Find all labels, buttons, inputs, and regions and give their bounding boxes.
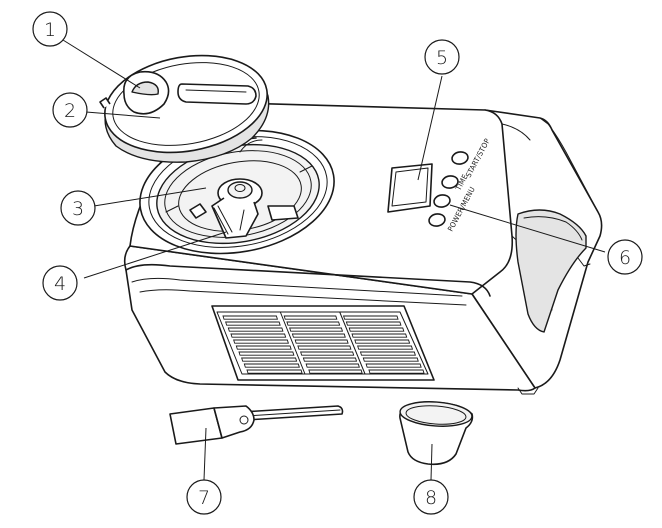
leader-7 bbox=[203, 427, 207, 481]
svg-text:6: 6 bbox=[619, 247, 631, 269]
grille-slat bbox=[345, 321, 402, 326]
grille-slat bbox=[354, 339, 411, 344]
grille-slat bbox=[359, 351, 416, 356]
svg-text:2: 2 bbox=[64, 100, 76, 122]
callout-1: 1 bbox=[32, 11, 68, 47]
grille-slat bbox=[225, 321, 281, 326]
svg-text:1: 1 bbox=[44, 19, 56, 41]
grille-divider bbox=[339, 311, 366, 375]
grille-slat bbox=[241, 357, 298, 362]
grille-slat bbox=[294, 339, 349, 344]
callout-7: 7 bbox=[186, 479, 222, 515]
power-menu-button[interactable] bbox=[433, 194, 451, 209]
callout-8: 8 bbox=[413, 479, 449, 515]
leader-4 bbox=[83, 231, 227, 279]
leader-lines bbox=[62, 39, 606, 481]
grille-slat bbox=[302, 357, 358, 362]
grille-slat bbox=[222, 315, 279, 320]
grille-slat bbox=[365, 363, 422, 368]
paddle bbox=[189, 178, 299, 239]
grille-slat bbox=[286, 321, 341, 326]
extra-button[interactable] bbox=[428, 213, 446, 228]
lid bbox=[99, 54, 270, 163]
callout-6: 6 bbox=[607, 239, 643, 275]
grille-slat bbox=[291, 333, 346, 338]
svg-text:4: 4 bbox=[54, 273, 66, 295]
grille-slat bbox=[297, 345, 352, 350]
grille-slat bbox=[246, 369, 303, 374]
grille-slat bbox=[238, 351, 295, 356]
grille-slat bbox=[308, 369, 363, 374]
grille-slat bbox=[368, 369, 425, 374]
grille-slat bbox=[227, 327, 284, 332]
leader-8 bbox=[430, 443, 433, 481]
callout-3: 3 bbox=[60, 190, 96, 226]
leader-5 bbox=[417, 75, 443, 181]
grille-slat bbox=[357, 345, 414, 350]
grille-divider bbox=[279, 311, 306, 375]
grille-slat bbox=[362, 357, 419, 362]
grille-slat bbox=[305, 363, 360, 368]
svg-text:7: 7 bbox=[198, 487, 210, 509]
leader-6 bbox=[449, 204, 606, 253]
callouts: 1 2 3 4 5 6 7 8 bbox=[32, 11, 643, 515]
vent-grille bbox=[211, 305, 435, 381]
callout-5: 5 bbox=[424, 39, 460, 75]
grille-slat bbox=[351, 333, 408, 338]
leader-3 bbox=[93, 187, 207, 207]
grille-slat bbox=[283, 315, 338, 320]
grille-slat bbox=[300, 351, 355, 356]
svg-text:8: 8 bbox=[425, 487, 437, 509]
grille-slat bbox=[289, 327, 344, 332]
grille-slat bbox=[230, 333, 287, 338]
measuring-cup bbox=[399, 401, 474, 466]
callout-2: 2 bbox=[52, 92, 88, 128]
svg-text:5: 5 bbox=[436, 47, 448, 69]
spatula bbox=[169, 405, 344, 445]
time-button[interactable] bbox=[441, 175, 459, 190]
lcd-display bbox=[387, 163, 433, 213]
svg-text:3: 3 bbox=[72, 198, 84, 220]
leader-2 bbox=[85, 111, 161, 119]
grille-slat bbox=[342, 315, 399, 320]
callout-4: 4 bbox=[42, 265, 78, 301]
grille-slat bbox=[348, 327, 405, 332]
grille-slat bbox=[235, 345, 292, 350]
start-stop-button[interactable] bbox=[451, 151, 469, 166]
grille-slat bbox=[243, 363, 300, 368]
leader-1 bbox=[62, 39, 141, 89]
grille-slat bbox=[233, 339, 289, 344]
